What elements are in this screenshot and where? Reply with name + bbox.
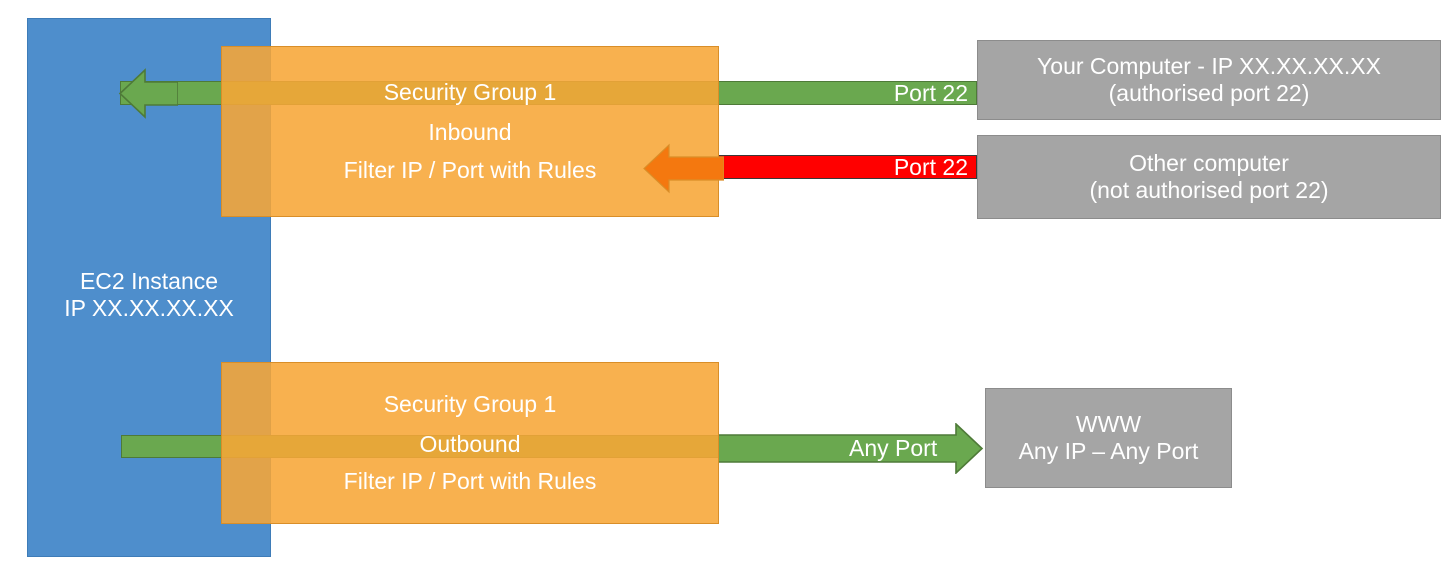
- other-computer-label: Other computer (not authorised port 22): [1089, 149, 1329, 203]
- allowed-inbound-port-label: Port 22: [893, 79, 968, 106]
- sg-outbound-title: Security Group 1: [383, 390, 557, 417]
- allowed-outbound-port-label: Any Port: [849, 435, 938, 461]
- blocked-inbound-connector: Port 22: [718, 153, 977, 180]
- allowed-inbound-arrow-head-icon: [118, 68, 178, 119]
- sg-outbound-rules: Filter IP / Port with Rules: [343, 468, 597, 495]
- blocked-inbound-arrow-head-icon: [642, 143, 724, 194]
- sg-inbound-direction: Inbound: [428, 119, 512, 146]
- other-computer-box: Other computer (not authorised port 22): [977, 135, 1441, 219]
- blocked-inbound-port-label: Port 22: [893, 153, 968, 180]
- ec2-instance-label: EC2 Instance IP XX.XX.XX.XX: [64, 268, 234, 322]
- allowed-outbound-arrow-icon: [718, 423, 984, 474]
- www-box: WWW Any IP – Any Port: [985, 388, 1232, 488]
- allowed-outbound-shaft-under-sg: [121, 435, 720, 458]
- allowed-inbound-shaft-under-sg: [120, 81, 720, 105]
- your-computer-box: Your Computer - IP XX.XX.XX.XX (authoris…: [977, 40, 1441, 120]
- your-computer-label: Your Computer - IP XX.XX.XX.XX (authoris…: [1037, 52, 1381, 106]
- allowed-inbound-connector: Port 22: [718, 79, 977, 106]
- sg-inbound-rules: Filter IP / Port with Rules: [343, 156, 597, 183]
- www-label: WWW Any IP – Any Port: [1018, 410, 1199, 464]
